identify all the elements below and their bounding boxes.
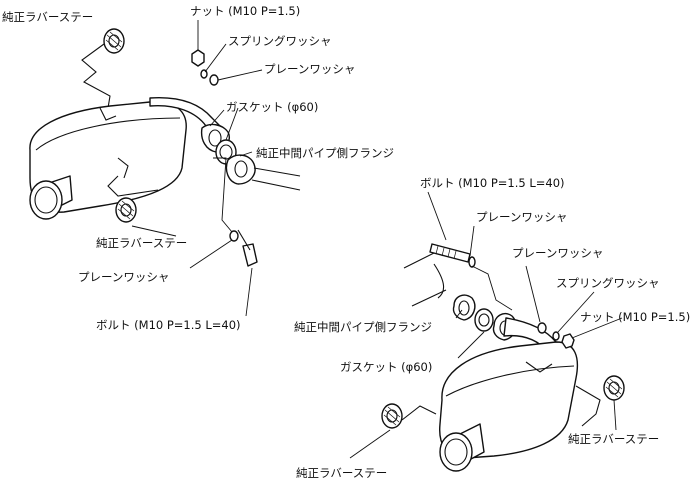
- lower-fasteners: [429, 243, 575, 349]
- lower-assembly: [349, 191, 625, 472]
- label-gasket-lower: ガスケット (φ60): [340, 360, 433, 374]
- upper-tailpipe: [29, 175, 73, 220]
- upper-fasteners: [191, 49, 258, 267]
- label-plain-washer-lower-a: プレーンワッシャ: [476, 210, 568, 224]
- label-plain-washer-lower-b: プレーンワッシャ: [512, 246, 604, 260]
- label-plain-washer-upper-bottom: プレーンワッシャ: [78, 270, 170, 284]
- hanger-rod-bottom: [107, 175, 159, 197]
- label-spring-washer-upper: スプリングワッシャ: [228, 34, 332, 48]
- lower-hanger-rod-left: [401, 405, 437, 421]
- lower-leaders: [349, 191, 623, 459]
- label-flange-lower: 純正中間パイプ側フランジ: [294, 320, 432, 334]
- upper-leaders: [131, 20, 263, 317]
- label-spring-washer-lower: スプリングワッシャ: [556, 276, 660, 290]
- label-bolt-upper: ボルト (M10 P=1.5 L=40): [96, 318, 241, 332]
- label-nut-upper: ナット (M10 P=1.5): [190, 4, 301, 18]
- label-rubber-stay-lower-bottom: 純正ラバーステー: [296, 466, 388, 480]
- lower-mid-pipe-flange: [452, 294, 476, 321]
- upper-mid-pipe-flange: [225, 154, 301, 191]
- lower-hanger-rod-right: [575, 385, 601, 427]
- lower-mid-pipe: [403, 249, 447, 307]
- label-nut-lower: ナット (M10 P=1.5): [580, 310, 691, 324]
- lower-gasket: [474, 308, 494, 332]
- rubber-stay-upper-bottom: [115, 197, 137, 223]
- lower-tailpipe: [439, 423, 485, 472]
- label-rubber-stay-upper-bottom: 純正ラバーステー: [96, 236, 188, 250]
- label-rubber-stay-lower-right: 純正ラバーステー: [568, 432, 660, 446]
- label-plain-washer-upper-top: プレーンワッシャ: [264, 62, 356, 76]
- rubber-stay-lower-left: [381, 403, 403, 429]
- upper-assembly: [29, 20, 301, 317]
- label-gasket-upper: ガスケット (φ60): [226, 100, 319, 114]
- label-flange-upper: 純正中間パイプ側フランジ: [256, 146, 394, 160]
- label-rubber-stay-top: 純正ラバーステー: [2, 10, 94, 24]
- rubber-stay-lower-right: [603, 375, 625, 401]
- rubber-stay-top: [103, 28, 125, 54]
- label-bolt-lower: ボルト (M10 P=1.5 L=40): [420, 176, 565, 190]
